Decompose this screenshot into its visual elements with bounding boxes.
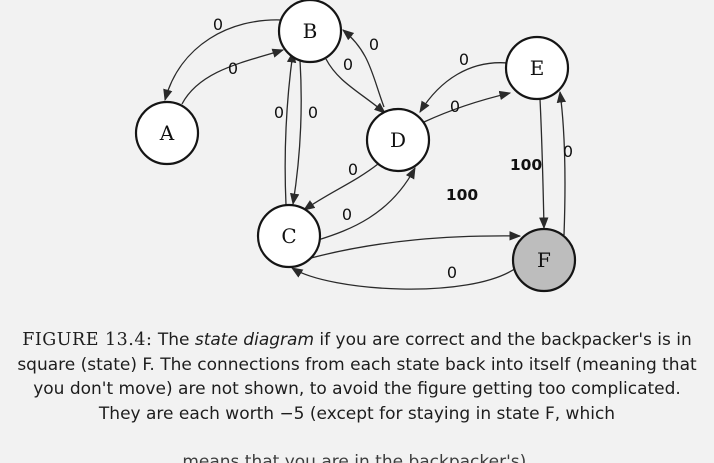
state-circle-c bbox=[256, 203, 322, 269]
state-node-f: F bbox=[511, 227, 577, 293]
edge-label-d-c: 0 bbox=[348, 160, 358, 179]
state-label-f: F bbox=[537, 248, 551, 272]
edge-label-f-e: 0 bbox=[563, 142, 573, 161]
state-circle-b bbox=[277, 0, 343, 64]
figure-caption: FIGURE 13.4: The state diagram if you ar… bbox=[10, 328, 704, 463]
edge-b-d bbox=[325, 58, 386, 114]
edge-label-f-c: 0 bbox=[447, 263, 457, 282]
caption-intro: The bbox=[157, 330, 190, 350]
state-node-e: E bbox=[504, 35, 570, 101]
state-node-c: C bbox=[256, 203, 322, 269]
state-circle-a bbox=[134, 100, 200, 166]
edge-f-e bbox=[556, 90, 567, 236]
edge-d-e bbox=[423, 90, 512, 123]
edge-c-d bbox=[317, 166, 416, 241]
state-label-b: B bbox=[303, 19, 318, 43]
state-node-a: A bbox=[134, 100, 200, 166]
edge-label-e-f: 100 bbox=[510, 156, 543, 174]
edge-label-b-a: 0 bbox=[213, 15, 223, 34]
edge-e-f bbox=[539, 98, 549, 230]
edge-c-b bbox=[284, 50, 297, 206]
caption-cut-line: means that you are in the backpacker's). bbox=[182, 452, 532, 463]
edge-label-e-d: 0 bbox=[459, 50, 469, 69]
edge-b-a bbox=[163, 19, 283, 102]
state-circle-f bbox=[511, 227, 577, 293]
edge-label-c-f: 100 bbox=[446, 186, 479, 204]
state-label-c: C bbox=[281, 224, 296, 248]
edge-label-c-d: 0 bbox=[342, 205, 352, 224]
edge-label-a-b: 0 bbox=[228, 59, 238, 78]
edge-a-b bbox=[181, 48, 285, 105]
edge-e-d bbox=[419, 62, 509, 113]
caption-emphasis: state diagram bbox=[194, 330, 315, 350]
edge-d-c bbox=[303, 163, 379, 211]
state-circle-d bbox=[365, 107, 431, 173]
edge-c-f bbox=[310, 231, 522, 259]
edge-label-d-e: 0 bbox=[450, 97, 460, 116]
state-circle-e bbox=[504, 35, 570, 101]
edge-b-c bbox=[290, 59, 302, 206]
edge-label-d-b: 0 bbox=[369, 35, 379, 54]
edge-label-c-b: 0 bbox=[274, 103, 284, 122]
edge-label-b-c: 0 bbox=[308, 103, 318, 122]
edge-d-b bbox=[342, 29, 385, 108]
state-label-a: A bbox=[159, 121, 175, 145]
edge-label-b-d: 0 bbox=[343, 55, 353, 74]
figure-number: FIGURE 13.4: bbox=[22, 330, 153, 350]
state-node-b: B bbox=[277, 0, 343, 64]
edge-f-c bbox=[291, 267, 517, 290]
state-label-d: D bbox=[390, 128, 406, 152]
caption-text: if you are correct and the backpacker's … bbox=[17, 330, 697, 424]
state-node-d: D bbox=[365, 107, 431, 173]
state-label-e: E bbox=[530, 56, 545, 80]
